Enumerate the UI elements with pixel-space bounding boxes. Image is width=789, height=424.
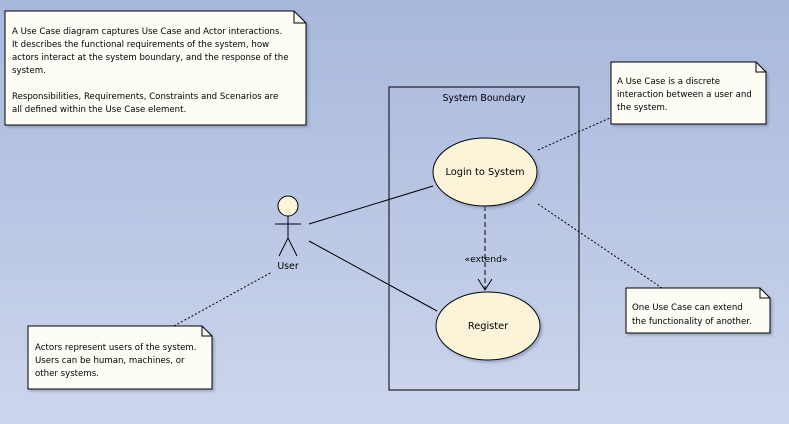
note-use-case[interactable] (610, 61, 767, 125)
note-link-use-case (537, 116, 613, 151)
system-boundary-title: System Boundary (442, 93, 526, 104)
note-extend[interactable] (625, 287, 771, 334)
note-line: Responsibilities, Requirements, Constrai… (12, 92, 278, 102)
note-link-actors (173, 271, 273, 327)
use-case-login[interactable]: Login to System (432, 137, 538, 207)
note-line: interaction between a user and (617, 90, 752, 100)
note-line: A Use Case is a discrete (617, 77, 720, 87)
note-line: Actors represent users of the system. (35, 343, 196, 353)
actor-user[interactable]: User (275, 195, 301, 272)
use-case-login-label: Login to System (445, 167, 524, 178)
association-user-login[interactable] (308, 185, 434, 225)
note-line: actors interact at the system boundary, … (12, 53, 289, 63)
note-line: all defined within the Use Case element. (12, 105, 186, 115)
note-line: Users can be human, machines, or (35, 356, 185, 366)
note-link-extend (537, 203, 663, 289)
note-use-case-text: A Use Case is a discrete interaction bet… (617, 77, 752, 113)
note-intro-text: A Use Case diagram captures Use Case and… (12, 27, 289, 115)
system-boundary[interactable]: System Boundary (388, 86, 580, 391)
actor-head (277, 195, 299, 217)
association-user-register[interactable] (308, 240, 438, 312)
note-actors[interactable] (27, 325, 213, 390)
note-intro[interactable] (4, 10, 307, 126)
use-case-register-label: Register (468, 321, 509, 332)
actor-user-label: User (277, 261, 299, 272)
note-line: system. (12, 66, 46, 76)
extend-stereotype-label: «extend» (464, 254, 507, 265)
note-line: the functionality of another. (632, 317, 752, 327)
note-line: A Use Case diagram captures Use Case and… (12, 27, 282, 37)
note-actors-text: Actors represent users of the system. Us… (35, 343, 196, 379)
use-case-register[interactable]: Register (435, 291, 541, 361)
note-line: other systems. (35, 369, 99, 379)
note-line: It describes the functional requirements… (12, 40, 269, 50)
extend-relation[interactable] (477, 206, 493, 291)
note-line: the system. (617, 103, 668, 113)
note-line: One Use Case can extend (632, 303, 743, 313)
note-extend-text: One Use Case can extend the functionalit… (632, 303, 752, 327)
